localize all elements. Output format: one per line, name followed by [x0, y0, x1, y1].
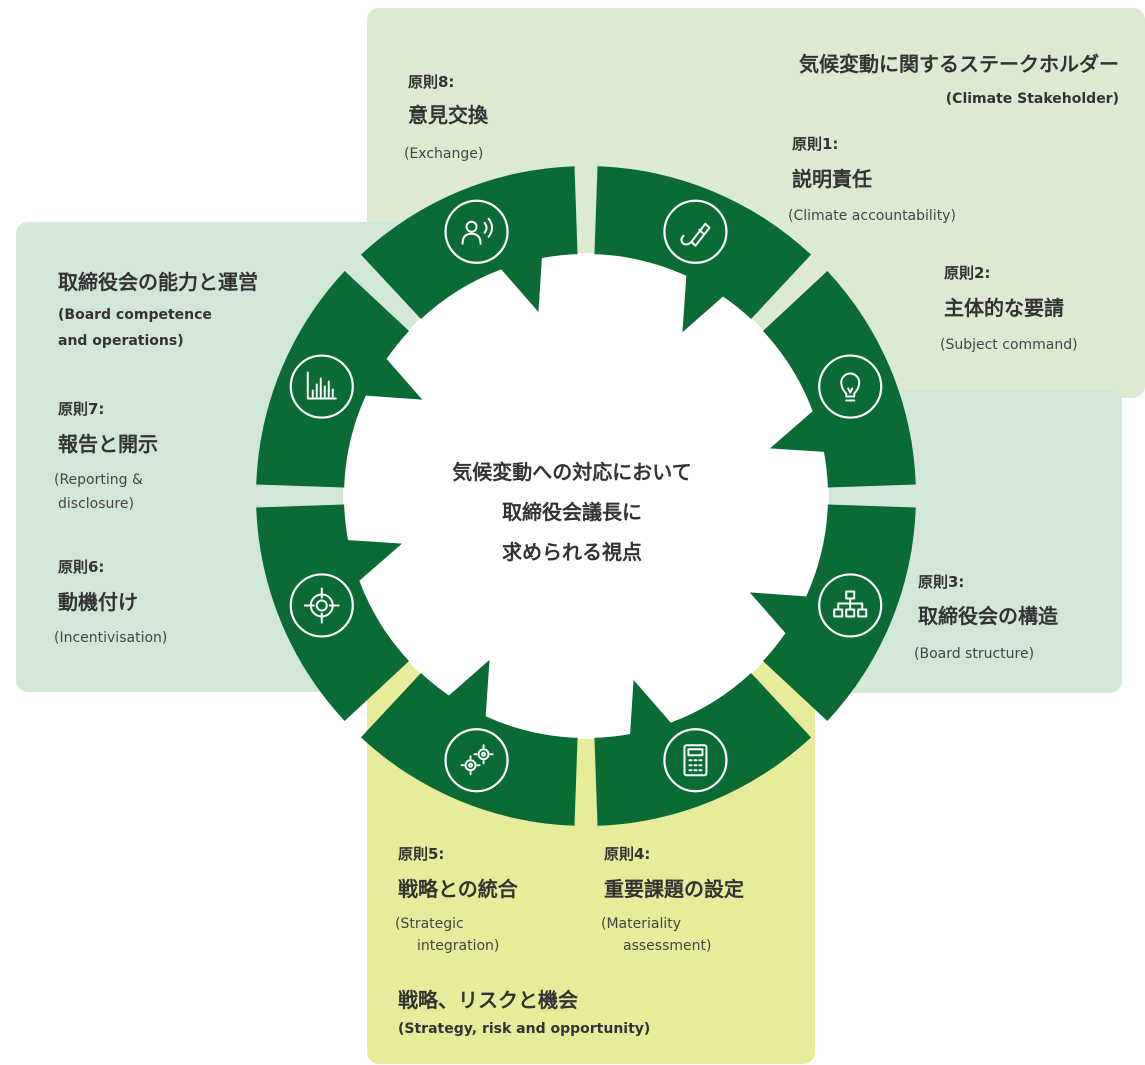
principle-1-segment: [594, 166, 812, 333]
strategy-group-subtitle: (Strategy, risk and opportunity): [398, 1021, 651, 1037]
principle-1-title: 説明責任: [792, 167, 872, 191]
principle-3-title: 取締役会の構造: [918, 604, 1058, 628]
stakeholder-group-subtitle: (Climate Stakeholder): [945, 91, 1119, 107]
board-competence-group-title: 取締役会の能力と運営: [58, 270, 258, 294]
wheel-backdrop: [343, 253, 829, 739]
principle-3-number: 原則3:: [918, 573, 965, 591]
principle-3-english: (Board structure): [914, 646, 1035, 662]
principle-3-segment: [749, 504, 916, 722]
principle-7-english-2: disclosure): [58, 496, 134, 512]
principle-7-english-1: (Reporting &: [54, 472, 143, 488]
principle-7-number: 原則7:: [58, 400, 105, 418]
speaking-person-icon: [444, 199, 509, 264]
principle-8-title: 意見交換: [408, 103, 488, 127]
center-line-2: 取締役会議長に: [502, 500, 642, 524]
principle-6-segment: [256, 504, 410, 722]
principle-4-number: 原則4:: [604, 845, 651, 863]
principle-2-title: 主体的な要請: [944, 296, 1064, 320]
principle-8-english: (Exchange): [404, 146, 484, 162]
lightbulb-icon: [818, 354, 883, 419]
center-caption: 気候変動への対応において 取締役会議長に 求められる視点: [412, 452, 732, 572]
principle-2-english: (Subject command): [940, 337, 1078, 353]
principle-2-number: 原則2:: [944, 264, 991, 282]
principle-4-english-1: (Materiality: [601, 916, 682, 932]
principle-4-title: 重要課題の設定: [604, 877, 744, 901]
principle-8-number: 原則8:: [408, 73, 455, 91]
gears-icon: [444, 728, 509, 793]
center-line-3: 求められる視点: [502, 540, 642, 564]
principle-6-english: (Incentivisation): [54, 630, 168, 646]
stakeholder-group-title: 気候変動に関するステークホルダー: [799, 52, 1119, 76]
principle-2-segment: [762, 270, 916, 488]
strategy-group-title: 戦略、リスクと機会: [398, 988, 578, 1012]
principle-5-english-2: integration): [417, 938, 500, 954]
center-line-1: 気候変動への対応において: [452, 460, 692, 484]
pen-icon: [663, 199, 728, 264]
principle-5-title: 戦略との統合: [398, 877, 518, 901]
principle-1-number: 原則1:: [792, 135, 839, 153]
bar-chart-icon: [289, 354, 354, 419]
board-competence-group-subtitle-1: (Board competence: [58, 307, 212, 323]
principle-8-segment: [360, 166, 578, 320]
principle-1-english: (Climate accountability): [788, 208, 956, 224]
principle-7-title: 報告と開示: [58, 432, 158, 456]
org-chart-icon: [818, 573, 883, 638]
calculator-icon: [663, 728, 728, 793]
board-competence-group-subtitle-2: and operations): [58, 333, 184, 349]
target-icon: [289, 573, 354, 638]
principle-6-title: 動機付け: [58, 590, 138, 614]
principle-6-number: 原則6:: [58, 558, 105, 576]
principle-5-segment: [360, 659, 578, 826]
principle-5-number: 原則5:: [398, 845, 445, 863]
principle-7-segment: [256, 270, 423, 488]
principle-5-english-1: (Strategic: [395, 916, 464, 932]
principle-4-english-2: assessment): [623, 938, 712, 954]
